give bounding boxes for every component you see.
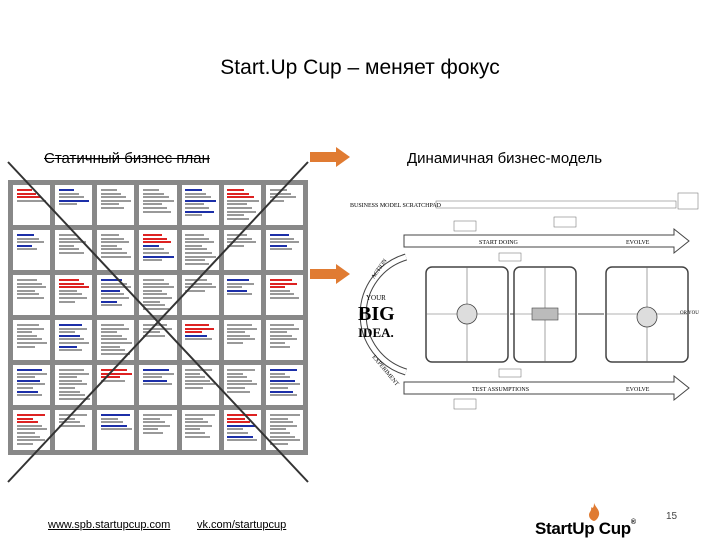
plan-page-thumbnail: [13, 365, 51, 405]
logo-wordmark: StartUp Cup: [535, 519, 631, 538]
test-assumptions-label: TEST ASSUMPTIONS: [472, 387, 529, 393]
plan-page-thumbnail: [13, 320, 51, 360]
business-model-canvas-diagram: BUSINESS MODEL SCRATCHPAD START DOING EV…: [350, 192, 699, 410]
static-plan-label: Статичный бизнес план: [44, 150, 210, 167]
flame-icon: [589, 503, 600, 521]
plan-page-thumbnail: [265, 275, 303, 315]
plan-page-thumbnail: [265, 185, 303, 225]
plan-page-thumbnail: [139, 230, 177, 270]
plan-page-thumbnail: [55, 275, 93, 315]
plan-page-thumbnail: [139, 185, 177, 225]
plan-page-thumbnail: [265, 320, 303, 360]
plan-page-thumbnail: [97, 410, 135, 450]
arrow-right-icon: [310, 147, 350, 167]
plan-page-thumbnail: [223, 230, 261, 270]
plan-page-thumbnail: [265, 230, 303, 270]
canvas-header: BUSINESS MODEL SCRATCHPAD: [350, 203, 442, 209]
plan-page-thumbnail: [97, 365, 135, 405]
big-label: BIG: [358, 303, 395, 325]
plan-page-thumbnail: [55, 410, 93, 450]
evolve-top-label: EVOLVE: [626, 240, 650, 246]
plan-page-thumbnail: [181, 365, 219, 405]
plan-page-thumbnail: [139, 365, 177, 405]
plan-page-thumbnail: [13, 185, 51, 225]
plan-page-thumbnail: [181, 275, 219, 315]
arrow-right-icon: [310, 264, 350, 284]
plan-page-thumbnail: [13, 275, 51, 315]
or-you-label: OR YOU: [680, 311, 699, 316]
slide-title: Start.Up Cup – меняет фокус: [220, 56, 500, 79]
plan-page-thumbnail: [13, 230, 51, 270]
plan-page-thumbnail: [55, 320, 93, 360]
page-number: 15: [666, 511, 678, 522]
plan-page-thumbnail: [181, 410, 219, 450]
plan-page-thumbnail: [97, 185, 135, 225]
plan-page-thumbnail: [13, 410, 51, 450]
website-link[interactable]: www.spb.startupcup.com: [48, 519, 171, 531]
plan-page-thumbnail: [181, 185, 219, 225]
plan-page-thumbnail: [223, 320, 261, 360]
static-plan-text: Статичный бизнес план: [44, 150, 210, 167]
idea-label: IDEA.: [358, 325, 394, 340]
start-doing-label: START DOING: [479, 240, 519, 246]
business-plan-pages-grid: [8, 180, 308, 455]
plan-page-thumbnail: [223, 365, 261, 405]
plan-page-thumbnail: [139, 410, 177, 450]
your-label: YOUR: [366, 294, 386, 302]
plan-page-thumbnail: [97, 275, 135, 315]
plan-page-thumbnail: [55, 230, 93, 270]
plan-page-thumbnail: [223, 275, 261, 315]
plan-page-thumbnail: [265, 365, 303, 405]
logo-text: StartUp Cup®: [535, 519, 636, 539]
logo-trademark: ®: [630, 519, 636, 526]
plan-page-thumbnail: [223, 410, 261, 450]
evolve-bottom-label: EVOLVE: [626, 387, 650, 393]
dynamic-model-label: Динамичная бизнес-модель: [407, 150, 603, 167]
plan-page-thumbnail: [97, 320, 135, 360]
startup-cup-logo: StartUp Cup®: [535, 503, 695, 540]
vk-link[interactable]: vk.com/startupcup: [197, 519, 287, 531]
